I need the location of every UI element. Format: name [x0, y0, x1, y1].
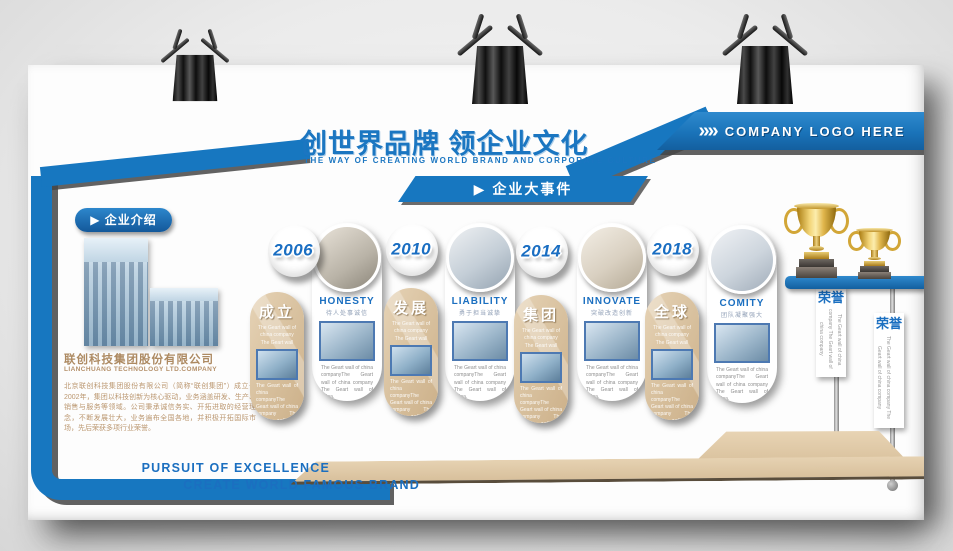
- milestone-photo: [319, 321, 375, 361]
- milestone-photo-circle: [313, 224, 381, 292]
- milestone-card-innovate: INNOVATE 突破改造创新 The Geart wall of china …: [577, 223, 647, 401]
- timeline-capsule-2010: 发展 The Geart wall of china company The G…: [384, 288, 438, 416]
- binder-clip-right: [721, 12, 809, 108]
- clip-body: [737, 46, 793, 104]
- milestone-subtitle: 团队凝聚强大: [720, 313, 763, 319]
- milestone-word: HONESTY: [319, 296, 375, 307]
- binder-clip-left: [160, 28, 230, 105]
- capsule-note: The Geart wall of china company The Gear…: [652, 325, 692, 346]
- trophy-rim: [856, 227, 893, 232]
- capsule-photo: [390, 344, 432, 376]
- milestone-subtitle: 勇于担当诚挚: [458, 311, 501, 317]
- capsule-photo: [651, 348, 693, 380]
- trophy-stem: [871, 250, 878, 260]
- events-banner: ▶ 企业大事件: [398, 176, 648, 202]
- intro-label: ▶ 企业介绍: [75, 208, 172, 232]
- trophy-base: [803, 251, 830, 259]
- company-name-zh: 联创科技集团股份有限公司: [64, 354, 214, 366]
- capsule-photo: [256, 348, 298, 380]
- milestone-card-comity: COMITY 团队凝聚强大 The Geart wall of china co…: [707, 225, 777, 403]
- clip-body: [472, 46, 528, 104]
- milestone-photo-circle: [708, 226, 776, 294]
- milestone-caption: The Geart wall of china companyThe Geart…: [321, 365, 373, 400]
- trophy-base: [857, 271, 892, 279]
- capsule-caption: The Geart wall of china companyThe Geart…: [390, 378, 432, 416]
- trophy-knob: [867, 256, 882, 261]
- trophy-large: [784, 201, 849, 278]
- capsule-label: 成立: [258, 304, 295, 321]
- year-text: 2018: [652, 239, 693, 259]
- trophy-cup: [858, 229, 891, 251]
- trophy-shelf: [785, 276, 924, 289]
- company-logo-banner: »» COMPANY LOGO HERE: [657, 112, 924, 150]
- company-logo-text: COMPANY LOGO HERE: [724, 123, 906, 139]
- page-subtitle: THE WAY OF CREATING WORLD BRAND AND CORP…: [304, 156, 657, 165]
- building-photo-2: [150, 288, 218, 346]
- capsule-note: The Geart wall of china company The Gear…: [391, 321, 431, 342]
- building-photo-1: [84, 238, 148, 346]
- company-description: 北京联创科技集团股份有限公司（简称“联创集团”）成立于2002年，集团以科技创新…: [64, 383, 256, 432]
- honor-caption: The Geart wall of china company The Gear…: [876, 336, 891, 420]
- capsule-caption: The Geart wall of china companyThe Geart…: [651, 382, 693, 420]
- capsule-caption: The Geart wall of china companyThe Geart…: [520, 385, 562, 423]
- milestone-caption: The Geart wall of china companyThe Geart…: [586, 365, 638, 400]
- page-title: 创世界品牌 领企业文化: [300, 129, 589, 159]
- binder-clip-center: [456, 12, 544, 108]
- trophy-base: [799, 258, 834, 268]
- trophy-base: [864, 260, 885, 266]
- capsule-note: The Geart wall of china company The Gear…: [257, 325, 297, 346]
- milestone-photo: [584, 321, 640, 361]
- clip-body: [172, 54, 218, 102]
- honor-label: 荣誉: [817, 290, 844, 305]
- year-text: 2006: [273, 240, 314, 260]
- year-badge-2010: 2010: [386, 224, 438, 276]
- capsule-label: 发展: [392, 300, 429, 317]
- milestone-word: INNOVATE: [582, 296, 642, 307]
- milestone-photo: [714, 323, 770, 363]
- honor-tag-1: 荣誉 The Geart wall of china company The G…: [816, 287, 846, 377]
- milestone-caption: The Geart wall of china companyThe Geart…: [716, 367, 768, 402]
- slogan-line-2: CREATE WORLD FAMOUS BRAND: [183, 478, 420, 492]
- milestone-word: LIABILITY: [451, 296, 509, 307]
- year-badge-2006: 2006: [268, 225, 320, 277]
- culture-wall-poster: 创世界品牌 领企业文化 THE WAY OF CREATING WORLD BR…: [28, 65, 924, 520]
- trophy-stem: [812, 236, 821, 250]
- milestone-photo-circle: [446, 224, 514, 292]
- milestone-card-liability: LIABILITY 勇于担当诚挚 The Geart wall of china…: [445, 223, 515, 401]
- trophy-base: [795, 267, 837, 278]
- trophy-cup: [797, 206, 836, 238]
- milestone-word: COMITY: [719, 298, 765, 309]
- capsule-label: 集团: [522, 307, 559, 324]
- capsule-caption: The Geart wall of china companyThe Geart…: [256, 382, 298, 420]
- slogan-line-1: PURSUIT OF EXCELLENCE: [141, 461, 330, 475]
- honor-label: 荣誉: [875, 316, 902, 331]
- trophy-knob: [808, 245, 825, 252]
- milestone-subtitle: 待人处事诚信: [325, 311, 368, 317]
- honor-caption: The Geart wall of china company The Gear…: [818, 309, 842, 370]
- milestone-caption: The Geart wall of china companyThe Geart…: [454, 365, 506, 400]
- timeline-capsule-2018: 全球 The Geart wall of china company The G…: [645, 292, 699, 420]
- year-text: 2010: [391, 239, 432, 259]
- company-name-en: LIANCHUANG TECHNOLOGY LTD.COMPANY: [64, 366, 217, 373]
- timeline-capsule-2006: 成立 The Geart wall of china company The G…: [250, 292, 304, 420]
- year-badge-2014: 2014: [516, 226, 568, 278]
- honor-tag-2: 荣誉 The Geart wall of china company The G…: [874, 313, 904, 428]
- timeline-capsule-2014: 集团 The Geart wall of china company The G…: [514, 295, 568, 423]
- year-badge-2018: 2018: [647, 224, 699, 276]
- capsule-note: The Geart wall of china company The Gear…: [521, 328, 561, 349]
- milestone-photo: [452, 321, 508, 361]
- milestone-subtitle: 突破改造创新: [590, 311, 633, 317]
- milestone-card-honesty: HONESTY 待人处事诚信 The Geart wall of china c…: [312, 223, 382, 401]
- trophy-base: [860, 265, 889, 272]
- milestone-photo-circle: [578, 224, 646, 292]
- capsule-photo: [520, 351, 562, 383]
- year-text: 2014: [521, 241, 562, 261]
- double-chevron-icon: »»: [698, 120, 718, 142]
- capsule-label: 全球: [653, 304, 690, 321]
- trophy-rim: [794, 203, 839, 210]
- trophy-small: [847, 226, 902, 279]
